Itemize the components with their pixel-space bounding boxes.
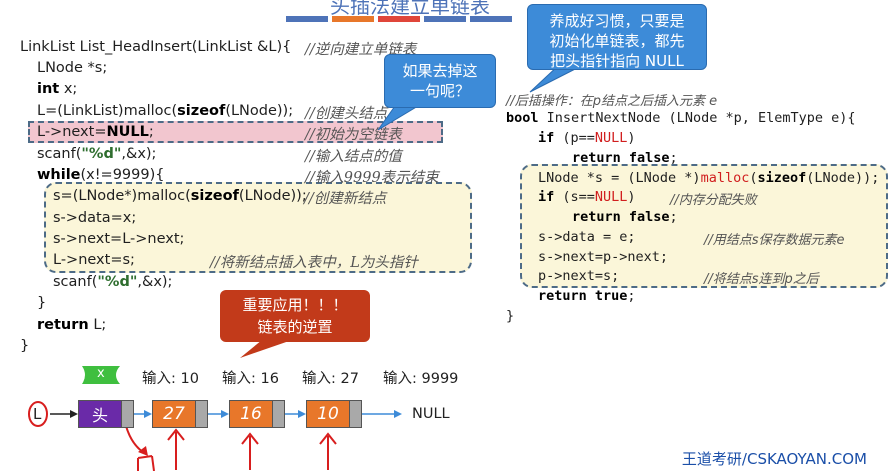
question-bubble-remove-line: 如果去掉这 一句呢？ — [384, 54, 496, 108]
x-flag-icon — [82, 366, 120, 384]
code-line-9: s->data=x; — [53, 210, 137, 226]
node-value: 16 — [229, 400, 273, 428]
right-line-1: bool InsertNextNode (LNode *p, ElemType … — [506, 110, 856, 126]
code-line-15: } — [20, 338, 30, 354]
input-label-2: 输入: 16 — [222, 371, 279, 387]
head-node: 头 — [78, 400, 134, 428]
footer-brand: 王道考研/CSKAOYAN.COM — [681, 450, 867, 468]
right-line-4: LNode *s = (LNode *)malloc(sizeof(LNode)… — [538, 170, 880, 186]
code-line-2: LNode *s; — [37, 60, 108, 76]
code-line-7: while(x!=9999){ — [37, 167, 165, 183]
insert-next-highlight — [520, 164, 888, 288]
code-line-12: scanf("%d",&x); — [53, 274, 173, 290]
right-comment-9: //将结点s连到p之后 — [704, 272, 819, 287]
right-line-6: return false; — [572, 209, 678, 225]
comment-line-6: //输入结点的值 — [305, 149, 402, 165]
right-line-7: s->data = e; — [538, 229, 636, 245]
input-label-4: 输入: 9999 — [383, 371, 459, 387]
comment-line-4: //创建头结点 — [305, 106, 388, 122]
right-line-8: s->next=p->next; — [538, 249, 669, 265]
right-comment-7: //用结点s保存数据元素e — [704, 233, 845, 248]
head-pointer-circle — [28, 401, 48, 427]
code-line-10: s->next=L->next; — [53, 231, 185, 247]
null-init-highlight — [28, 121, 443, 143]
right-line-11: } — [506, 308, 515, 324]
list-node-3: 10 — [306, 400, 362, 428]
comment-line-8: //创建新结点 — [304, 191, 387, 207]
head-node-label: 头 — [78, 400, 122, 428]
right-line-2: if (p==NULL) — [538, 130, 636, 146]
code-line-11: L->next=s; — [53, 252, 135, 268]
node-value: 27 — [152, 400, 196, 428]
code-line-6: scanf("%d",&x); — [37, 146, 157, 162]
flag-label-x: x — [97, 366, 105, 381]
input-label-3: 输入: 27 — [302, 371, 359, 387]
code-line-8: s=(LNode*)malloc(sizeof(LNode)); — [53, 188, 307, 204]
code-line-5: L->next=NULL; — [37, 124, 154, 140]
node-pointer — [273, 400, 285, 428]
input-label-1: 输入: 10 — [142, 371, 199, 387]
loop-body-highlight — [44, 182, 472, 273]
code-line-1: LinkList List_HeadInsert(LinkList &L){ — [20, 39, 292, 55]
code-line-4: L=(LinkList)malloc(sizeof(LNode)); — [37, 103, 294, 119]
right-line-9: p->next=s; — [538, 268, 620, 284]
right-line-5: if (s==NULL) — [538, 189, 636, 205]
comment-line-11: //将新结点插入表中，L为头指针 — [210, 255, 418, 271]
node-value: 10 — [306, 400, 350, 428]
right-line-10: return true; — [538, 288, 636, 304]
important-application-bubble: 重要应用！！！ 链表的逆置 — [220, 290, 370, 342]
node-pointer — [196, 400, 208, 428]
list-node-2: 16 — [229, 400, 285, 428]
right-line-3: return false; — [572, 150, 678, 166]
tip-bubble-null-habit: 养成好习惯，只要是 初始化单链表，都先 把头指针指向 NULL — [527, 4, 707, 70]
head-node-pointer — [122, 400, 134, 428]
head-pointer-label: L — [33, 405, 42, 423]
right-header-comment: //后插操作：在p结点之后插入元素 e — [506, 94, 718, 109]
code-line-13: } — [37, 295, 47, 311]
null-label: NULL — [412, 406, 450, 422]
code-line-3: int x; — [37, 81, 78, 97]
node-pointer — [350, 400, 362, 428]
title-color-bar — [286, 0, 512, 24]
code-line-14: return L; — [37, 317, 107, 333]
comment-line-5: //初始为空链表 — [305, 127, 402, 143]
comment-line-7: //输入9999表示结束 — [305, 170, 439, 186]
list-node-1: 27 — [152, 400, 208, 428]
right-comment-5: //内存分配失败 — [670, 193, 757, 208]
slide-title: 头插法建立单链表 — [330, 0, 490, 18]
